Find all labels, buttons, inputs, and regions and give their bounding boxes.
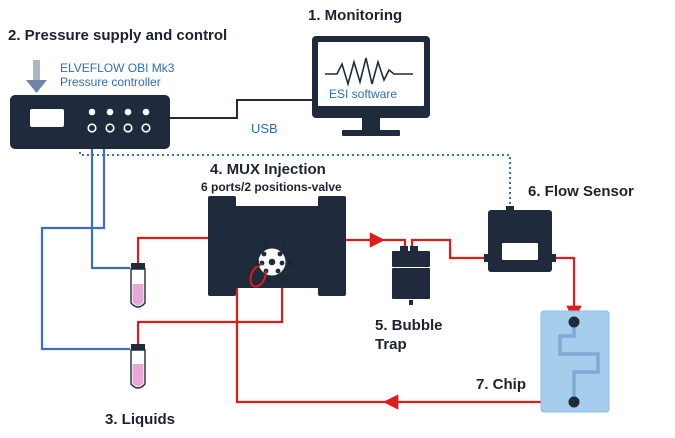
microfluidic-chip — [540, 310, 610, 413]
controller-ports — [87, 108, 151, 133]
liquid-tube-2 — [130, 344, 146, 389]
monitor — [312, 36, 430, 136]
label-pressure-supply: 2. Pressure supply and control — [8, 27, 227, 44]
label-monitoring: 1. Monitoring — [308, 7, 402, 24]
label-bubble-trap-line2: Trap — [375, 336, 407, 353]
port-label: 1 — [281, 242, 286, 252]
usb-label: USB — [251, 121, 278, 136]
chip-channel — [558, 322, 600, 402]
usb-cable — [170, 99, 312, 119]
port-label: 4 — [266, 274, 271, 284]
monitor-screen-text: ESI software — [329, 87, 397, 101]
valve-loop — [249, 263, 267, 288]
port-label: 3 — [255, 258, 260, 268]
port-label: 2 — [264, 241, 269, 251]
label-chip: 7. Chip — [476, 376, 526, 393]
label-liquids: 3. Liquids — [105, 411, 175, 428]
liquid-tube-1 — [130, 263, 146, 308]
label-bubble-trap-line1: 5. Bubble — [375, 317, 443, 334]
label-flow-sensor: 6. Flow Sensor — [528, 183, 634, 200]
air-pressure-lines — [40, 128, 130, 351]
signal-waveform-icon — [325, 57, 413, 87]
label-mux-injection: 4. MUX Injection — [210, 161, 326, 178]
mux-valve: 1 2 3 4 5 6 — [208, 196, 346, 296]
port-label: 6 — [288, 258, 293, 268]
flow-sensor — [484, 206, 556, 272]
controller-subtitle: Pressure controller — [60, 75, 161, 89]
pressure-controller — [10, 95, 170, 149]
controller-name: ELVEFLOW OBI Mk3 — [60, 61, 175, 75]
bubble-trap — [392, 246, 430, 305]
label-mux-subtitle: 6 ports/2 positions-valve — [201, 180, 342, 194]
pressure-input-arrow — [26, 60, 47, 93]
port-label: 5 — [282, 274, 287, 284]
